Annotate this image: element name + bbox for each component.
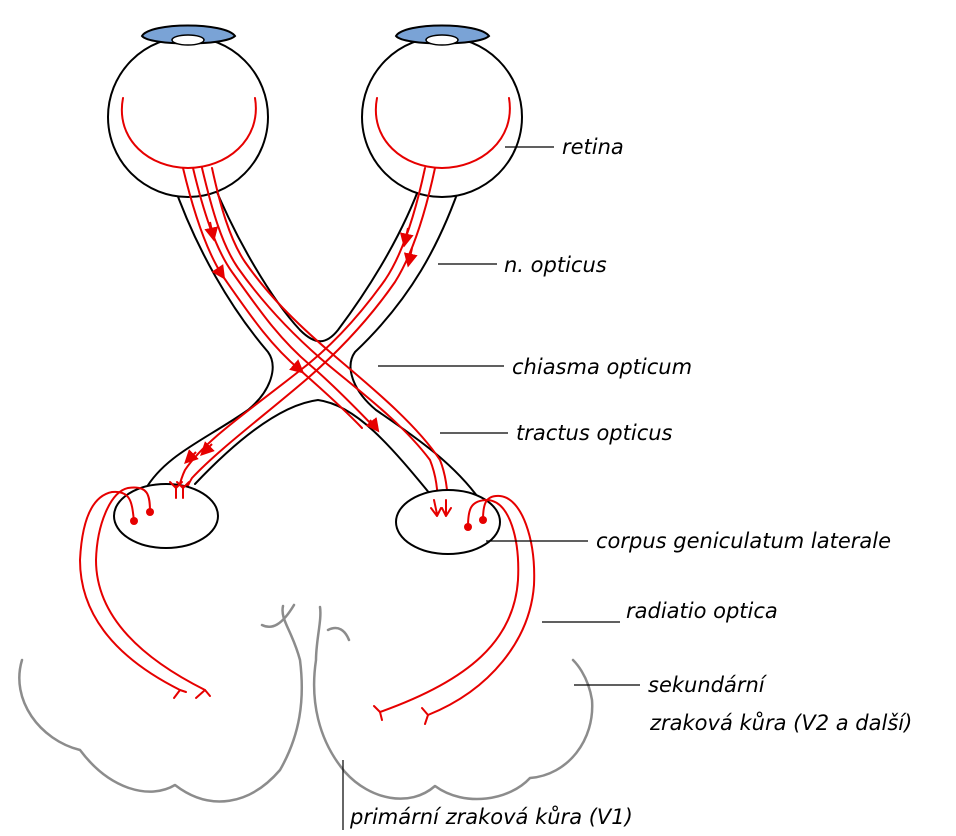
label-n-opticus: n. opticus [504, 250, 607, 280]
label-tractus-opticus: tractus opticus [516, 418, 673, 448]
label-primary-cortex: primární zraková kůra (V1) [350, 802, 633, 832]
left-eye-fibers [183, 168, 448, 510]
label-chiasma-opticum: chiasma opticum [512, 352, 692, 382]
label-radiatio-optica: radiatio optica [626, 596, 778, 626]
label-corpus-geniculatum-laterale: corpus geniculatum laterale [596, 526, 891, 556]
label-retina: retina [562, 132, 624, 162]
right-eye [362, 26, 522, 198]
label-secondary-cortex-line2: zraková kůra (V2 a další) [650, 708, 912, 738]
left-lgn [114, 484, 218, 548]
left-eye [108, 26, 268, 198]
label-secondary-cortex-line1: sekundární [648, 670, 765, 700]
